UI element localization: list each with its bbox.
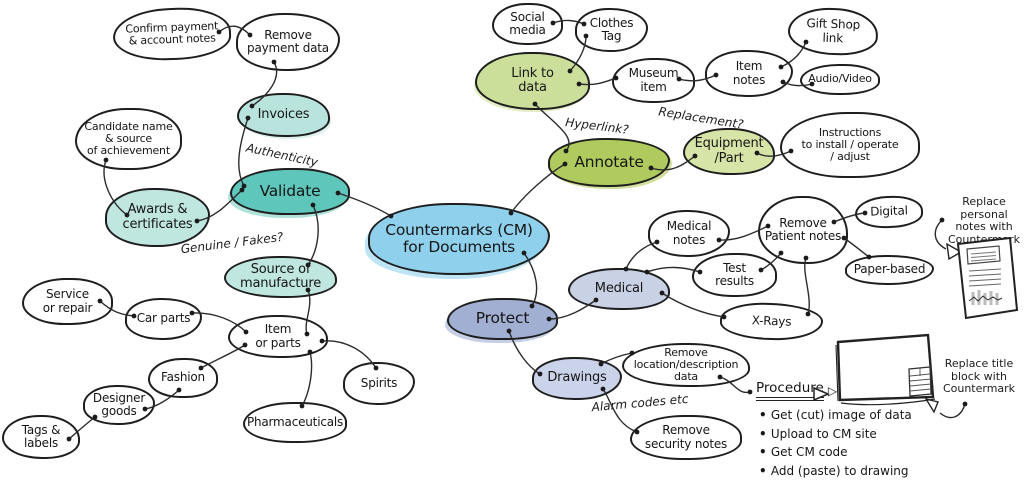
node-service-or-repair: Service or repair xyxy=(22,278,113,325)
node-digital-label: Digital xyxy=(869,203,908,220)
node-clothes-tag-label: Clothes Tag xyxy=(589,15,634,43)
node-drawings: Drawings xyxy=(532,357,622,400)
node-car-parts: Car parts xyxy=(125,298,202,340)
node-link-to-data-label: Link to data xyxy=(511,65,554,95)
node-equipment-part: Equipment /Part xyxy=(683,128,775,175)
node-item-notes-label: Item notes xyxy=(732,59,766,87)
node-confirm-payment: Confirm payment & account notes xyxy=(112,5,232,63)
engineering-drawing-icon xyxy=(835,333,936,406)
node-pharmaceuticals-label: Pharmaceuticals xyxy=(246,414,344,429)
node-designer-goods-label: Designer goods xyxy=(92,390,146,418)
node-medical-notes: Medical notes xyxy=(648,210,730,257)
node-item-or-parts: Item or parts xyxy=(228,315,328,358)
node-invoices: Invoices xyxy=(237,93,330,137)
node-drawings-label: Drawings xyxy=(547,370,607,386)
node-medical-notes-label: Medical notes xyxy=(666,219,712,247)
node-candidate-name: Candidate name & source of achievement xyxy=(75,108,182,170)
node-gift-shop-link-label: Gift Shop link xyxy=(806,16,861,45)
node-digital: Digital xyxy=(854,194,924,230)
node-pharmaceuticals: Pharmaceuticals xyxy=(243,402,347,443)
connector-line xyxy=(299,349,313,409)
curved-arrow-icon xyxy=(924,397,968,419)
node-medical: Medical xyxy=(568,268,670,310)
report-page-icon xyxy=(956,236,1019,320)
procedure-step: Get CM code xyxy=(759,443,912,462)
connector-line xyxy=(659,290,727,320)
node-social-media: Social media xyxy=(492,3,563,45)
node-awards-certificates: Awards & certificates xyxy=(105,188,210,247)
node-tags-labels: Tags & labels xyxy=(2,415,80,459)
node-spirits: Spirits xyxy=(343,362,415,405)
node-invoices-label: Invoices xyxy=(257,106,310,122)
node-candidate-name-label: Candidate name & source of achievement xyxy=(84,119,173,158)
label-hyperlink: Hyperlink? xyxy=(564,115,630,137)
node-remove-payment-data: Remove payment data xyxy=(236,13,340,71)
node-tags-labels-label: Tags & labels xyxy=(21,422,61,450)
node-designer-goods: Designer goods xyxy=(83,385,155,425)
label-replacement: Replacement? xyxy=(657,104,745,132)
label-replace-personal-notes: Replace personal notes with Countermark xyxy=(947,195,1021,246)
node-remove-payment-data-label: Remove payment data xyxy=(247,27,329,55)
node-validate: Validate xyxy=(230,168,350,215)
label-replace-title-block: Replace title block with Countermark xyxy=(942,357,1016,396)
node-awards-certificates-label: Awards & certificates xyxy=(122,202,193,232)
node-paper-based: Paper-based xyxy=(845,255,934,285)
node-service-or-repair-label: Service or repair xyxy=(42,287,93,315)
procedure-step: Get (cut) image of data xyxy=(759,406,912,425)
node-instructions-label: Instructions to install / operate / adju… xyxy=(801,125,899,164)
node-car-parts-label: Car parts xyxy=(136,311,191,326)
label-authenticity: Authenticity xyxy=(244,140,320,170)
node-test-results-label: Test results xyxy=(715,260,754,288)
node-protect: Protect xyxy=(447,298,558,340)
node-remove-security-notes: Remove security notes xyxy=(630,415,742,460)
node-link-to-data: Link to data xyxy=(475,52,590,110)
node-annotate: Annotate xyxy=(548,138,670,187)
node-countermarks-center-label: Countermarks (CM) for Documents xyxy=(385,220,533,256)
node-x-rays: X-Rays xyxy=(719,301,824,342)
node-remove-patient-notes: Remove Patient notes xyxy=(758,196,848,264)
connector-line xyxy=(803,255,811,317)
node-medical-label: Medical xyxy=(594,280,644,296)
connector-line xyxy=(841,235,872,260)
procedure-heading-text: Procedure xyxy=(756,380,824,401)
node-paper-based-label: Paper-based xyxy=(853,262,926,277)
node-countermarks-center: Countermarks (CM) for Documents xyxy=(368,203,550,275)
node-spirits-label: Spirits xyxy=(360,375,398,390)
label-alarm-codes: Alarm codes etc xyxy=(591,391,689,415)
procedure-step: Add (paste) to drawing xyxy=(759,462,912,481)
procedure-step: Upload to CM site xyxy=(759,425,912,444)
node-confirm-payment-label: Confirm payment & account notes xyxy=(125,19,219,48)
procedure-steps: Get (cut) image of data Upload to CM sit… xyxy=(759,406,912,480)
node-test-results: Test results xyxy=(692,253,777,297)
node-x-rays-label: X-Rays xyxy=(751,313,792,329)
node-item-or-parts-label: Item or parts xyxy=(255,322,301,350)
node-protect-label: Protect xyxy=(475,309,530,328)
node-fashion: Fashion xyxy=(148,358,218,398)
right-triangle-arrow-icon: ▷ xyxy=(827,383,838,398)
node-audio-video-label: Audio/Video xyxy=(808,72,872,86)
node-instructions: Instructions to install / operate / adju… xyxy=(780,112,920,178)
node-clothes-tag: Clothes Tag xyxy=(575,8,648,52)
procedure-heading: Procedure ▷ xyxy=(756,380,837,401)
node-validate-label: Validate xyxy=(259,181,321,200)
node-item-notes: Item notes xyxy=(705,50,793,97)
node-remove-patient-notes-label: Remove Patient notes xyxy=(764,215,842,243)
node-equipment-part-label: Equipment /Part xyxy=(694,136,764,166)
node-remove-security-notes-label: Remove security notes xyxy=(644,423,728,451)
node-remove-location-data: Remove location/description data xyxy=(622,343,750,387)
node-source-of-manufacture-label: Source of manufacture xyxy=(240,261,321,291)
node-fashion-label: Fashion xyxy=(161,370,205,385)
node-annotate-label: Annotate xyxy=(574,152,644,171)
node-social-media-label: Social media xyxy=(509,9,546,37)
node-remove-location-data-label: Remove location/description data xyxy=(633,345,739,384)
node-source-of-manufacture: Source of manufacture xyxy=(224,256,337,298)
node-museum-item: Museum item xyxy=(612,58,695,103)
node-museum-item-label: Museum item xyxy=(628,66,679,94)
node-gift-shop-link: Gift Shop link xyxy=(787,6,879,57)
node-audio-video: Audio/Video xyxy=(800,64,880,95)
